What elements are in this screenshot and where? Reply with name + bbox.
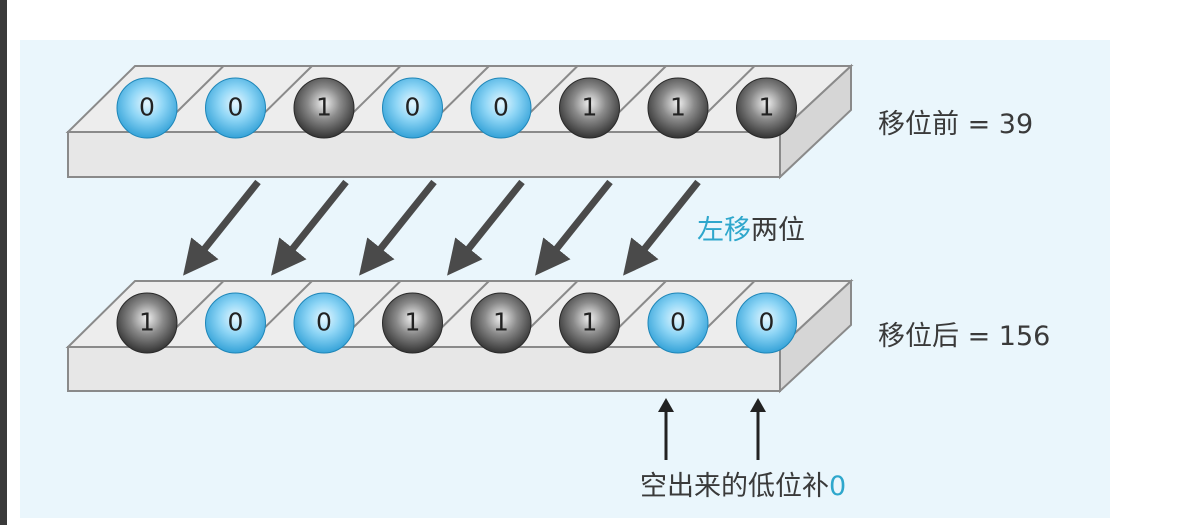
after-bit-6: 1: [559, 292, 620, 354]
before-digit-8: 1: [759, 93, 775, 122]
after-digit-8: 0: [759, 308, 775, 337]
shift-label-rest: 两位: [751, 215, 805, 246]
shift-arrow-4: [447, 179, 525, 276]
tray-after: 1 0 0 1 1 1 0 0: [65, 278, 854, 394]
after-ball-2: [205, 292, 266, 354]
before-bit-4: 0: [382, 77, 443, 139]
before-ball-7: [647, 77, 709, 139]
after-digit-6: 1: [582, 308, 598, 337]
shift-arrow-1: [183, 179, 261, 276]
before-ball-5: [470, 77, 532, 139]
fill-arrows: [658, 398, 766, 460]
tray-before-front: [67, 131, 781, 178]
before-ball-3: [293, 77, 355, 139]
shift-arrow-5: [535, 179, 613, 276]
shift-label-highlight: 左移: [697, 215, 751, 246]
before-ball-4: [382, 77, 443, 139]
before-digit-6: 1: [582, 93, 598, 122]
after-ball-1: [116, 292, 178, 354]
fill-note: 空出来的低位补0: [640, 471, 846, 502]
after-bit-5: 1: [470, 292, 532, 354]
shift-arrow-3: [359, 179, 437, 276]
fill-note-text: 空出来的低位补: [640, 471, 829, 502]
after-digit-2: 0: [228, 308, 244, 337]
before-digit-2: 0: [228, 93, 244, 122]
before-ball-6: [559, 77, 620, 139]
after-digit-1: 1: [139, 308, 155, 337]
after-bit-3: 0: [293, 292, 355, 354]
tray-after-top: [65, 280, 854, 348]
after-label: 移位后 = 156: [878, 321, 1050, 352]
before-digit-3: 1: [316, 93, 332, 122]
after-digit-4: 1: [405, 308, 421, 337]
tray-before-top: [65, 65, 854, 133]
fill-arrow-2-head: [750, 398, 766, 412]
before-ball-1: [116, 77, 178, 139]
after-bit-7: 0: [647, 292, 709, 354]
left-border: [0, 0, 7, 525]
before-label: 移位前 = 39: [878, 109, 1033, 140]
before-bit-1: 0: [116, 77, 178, 139]
after-bit-8: 0: [736, 292, 797, 354]
after-digit-3: 0: [316, 308, 332, 337]
before-ball-8: [736, 77, 797, 139]
shift-label: 左移两位: [697, 215, 805, 246]
after-ball-4: [382, 292, 443, 354]
after-bit-4: 1: [382, 292, 443, 354]
after-ball-7: [647, 292, 709, 354]
before-bit-6: 1: [559, 77, 620, 139]
after-bit-2: 0: [205, 292, 266, 354]
before-bit-7: 1: [647, 77, 709, 139]
tray-before: 0 0 1 0 0 1 1 1: [65, 63, 854, 180]
fill-note-highlight: 0: [829, 471, 846, 502]
before-ball-2: [205, 77, 266, 139]
after-ball-5: [470, 292, 532, 354]
before-digit-1: 0: [139, 93, 155, 122]
fill-arrow-1-head: [658, 398, 674, 412]
shift-arrow-6: [623, 179, 701, 276]
after-digit-7: 0: [670, 308, 686, 337]
before-bit-5: 0: [470, 77, 532, 139]
before-bit-8: 1: [736, 77, 797, 139]
shift-arrows: [183, 179, 701, 276]
shift-arrow-2: [271, 179, 349, 276]
after-ball-6: [559, 292, 620, 354]
before-bit-3: 1: [293, 77, 355, 139]
after-bit-1: 1: [116, 292, 178, 354]
before-digit-7: 1: [670, 93, 686, 122]
before-digit-5: 0: [493, 93, 509, 122]
before-bit-2: 0: [205, 77, 266, 139]
after-digit-5: 1: [493, 308, 509, 337]
after-ball-8: [736, 292, 797, 354]
after-ball-3: [293, 292, 355, 354]
before-digit-4: 0: [405, 93, 421, 122]
tray-after-front: [67, 346, 781, 392]
